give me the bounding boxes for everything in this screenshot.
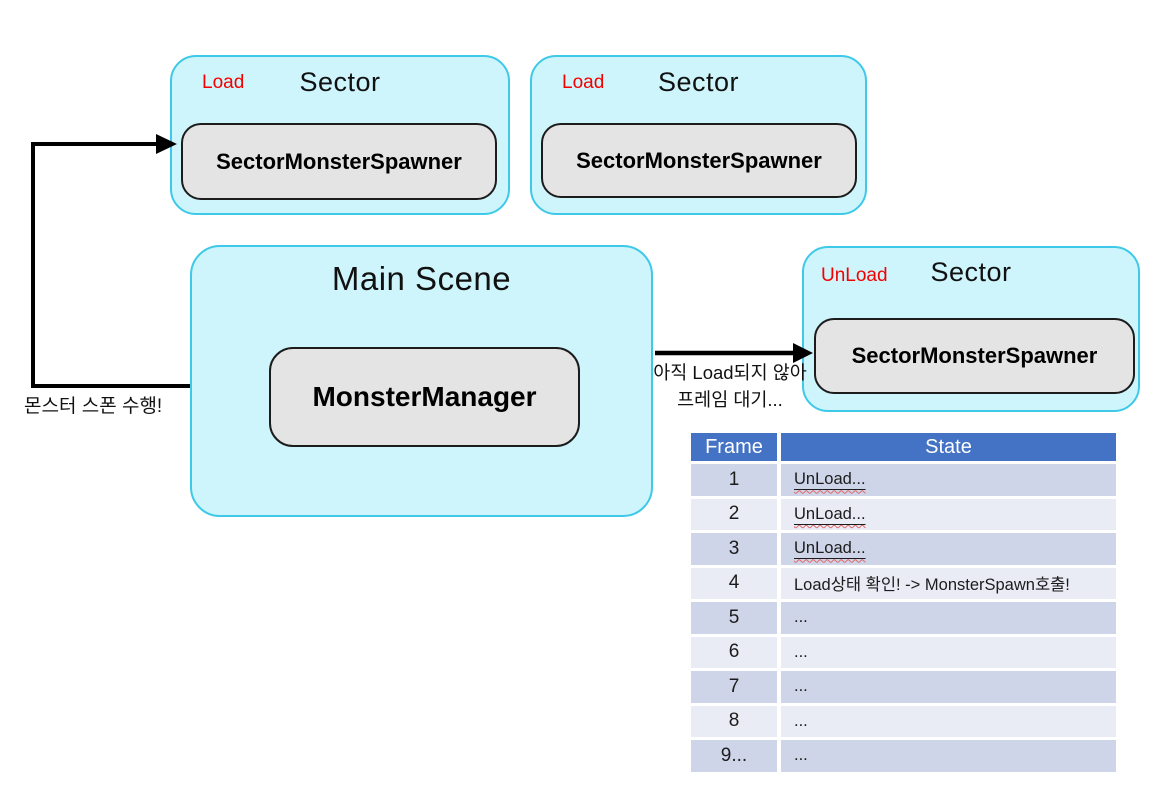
table-row: 2 UnLoad... bbox=[691, 498, 1116, 533]
frame-cell: 3 bbox=[691, 533, 781, 568]
sector-title: Sector bbox=[299, 67, 381, 97]
sector-title: Sector bbox=[930, 257, 1012, 287]
frame-cell: 6 bbox=[691, 636, 781, 671]
sector-title: Sector bbox=[657, 67, 740, 97]
table-row: 9... ... bbox=[691, 740, 1116, 775]
wait-annotation-line1: 아직 Load되지 않아 bbox=[653, 362, 807, 383]
state-cell-0: UnLoad... bbox=[781, 464, 1116, 499]
sector-box-top-right: Load Sector SectorMonsterSpawner bbox=[530, 55, 867, 215]
table-row: 6 ... bbox=[691, 636, 1116, 671]
sector-status-label: UnLoad bbox=[821, 265, 888, 286]
state-cell-3: Load상태 확인! -> MonsterSpawn호출! bbox=[781, 567, 1116, 602]
frame-cell: 1 bbox=[691, 464, 781, 499]
state-cell-5: ... bbox=[781, 636, 1116, 671]
table-row: 7 ... bbox=[691, 671, 1116, 706]
table-row: 8 ... bbox=[691, 705, 1116, 740]
wait-annotation: 아직 Load되지 않아 프레임 대기... bbox=[640, 360, 820, 414]
frame-state-table: Frame State 1 UnLoad... 2 UnLoad... 3 Un… bbox=[691, 433, 1116, 775]
frame-cell: 8 bbox=[691, 705, 781, 740]
table-row: 3 UnLoad... bbox=[691, 533, 1116, 568]
frame-cell: 5 bbox=[691, 602, 781, 637]
sector-box-unload: UnLoad Sector SectorMonsterSpawner bbox=[802, 246, 1140, 412]
frame-cell: 7 bbox=[691, 671, 781, 706]
main-scene-box: Main Scene MonsterManager bbox=[190, 245, 653, 517]
sector-box-top-left: Load Sector SectorMonsterSpawner bbox=[170, 55, 510, 215]
frame-column-header: Frame bbox=[691, 433, 781, 464]
state-cell-7: ... bbox=[781, 705, 1116, 740]
sector-monster-spawner-box: SectorMonsterSpawner bbox=[541, 123, 857, 198]
state-cell-2: UnLoad... bbox=[781, 533, 1116, 568]
sector-monster-spawner-box: SectorMonsterSpawner bbox=[814, 318, 1135, 394]
table-row: 1 UnLoad... bbox=[691, 464, 1116, 499]
frame-cell: 9... bbox=[691, 740, 781, 775]
frame-cell: 2 bbox=[691, 498, 781, 533]
table-row: 5 ... bbox=[691, 602, 1116, 637]
state-column-header: State bbox=[781, 433, 1116, 464]
state-cell-1: UnLoad... bbox=[781, 498, 1116, 533]
sector-status-label: Load bbox=[562, 72, 605, 93]
sector-status-label: Load bbox=[202, 72, 245, 93]
frame-cell: 4 bbox=[691, 567, 781, 602]
spawn-annotation: 몬스터 스폰 수행! bbox=[24, 396, 163, 417]
monster-manager-box: MonsterManager bbox=[269, 347, 580, 447]
sector-monster-spawner-box: SectorMonsterSpawner bbox=[181, 123, 497, 200]
table-header-row: Frame State bbox=[691, 433, 1116, 464]
spawn-arrow bbox=[31, 134, 190, 388]
table-row: 4 Load상태 확인! -> MonsterSpawn호출! bbox=[691, 567, 1116, 602]
wait-annotation-line2: 프레임 대기... bbox=[677, 388, 783, 410]
state-cell-6: ... bbox=[781, 671, 1116, 706]
state-cell-4: ... bbox=[781, 602, 1116, 637]
state-cell-8: ... bbox=[781, 740, 1116, 775]
main-scene-title: Main Scene bbox=[331, 260, 512, 297]
